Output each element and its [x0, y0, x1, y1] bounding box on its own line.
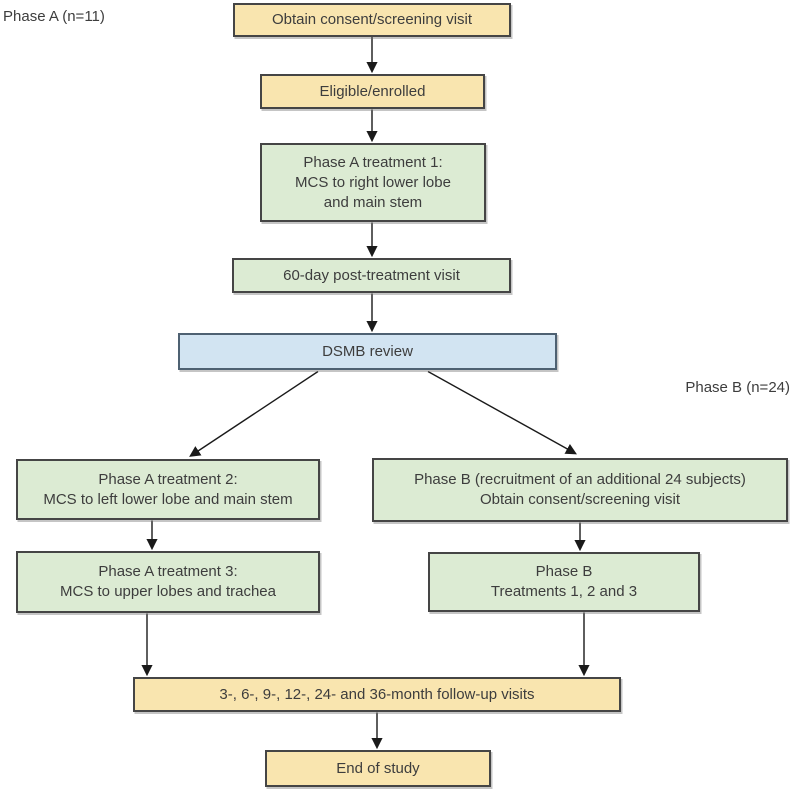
node-line: MCS to upper lobes and trachea [60, 583, 276, 600]
node-line: Obtain consent/screening visit [271, 11, 473, 28]
node-line: Eligible/enrolled [319, 82, 426, 100]
node-line: 3-, 6-, 9-, 12-, 24- and 36-month follow… [219, 685, 535, 703]
label-phase-a: Phase A (n=11) [3, 8, 105, 25]
node-line: Phase A treatment 2: [98, 470, 238, 488]
node-phase-a-treatment-3: Phase A treatment 3: MCS to upper lobes … [16, 551, 320, 613]
node-phase-b-treatments: Phase B Treatments 1, 2 and 3 [428, 552, 700, 612]
node-follow-up-visits: 3-, 6-, 9-, 12-, 24- and 36-month follow… [133, 677, 621, 712]
node-line: DSMB review [322, 342, 413, 360]
node-line: Phase A treatment 1: [303, 153, 443, 171]
node-line: 60-day post-treatment visit [283, 266, 460, 284]
node-line: Phase B (recruitment of an additional 24… [414, 471, 746, 488]
arrow-dsmb-to-phase-b [427, 370, 577, 455]
node-line: End of study [336, 759, 420, 777]
node-line: MCS to right lower lobe [295, 173, 451, 191]
node-obtain-consent: Obtain consent/screening visit [233, 3, 511, 37]
node-end-of-study: End of study [265, 750, 491, 787]
node-dsmb-review: DSMB review [178, 333, 557, 370]
node-line: Phase B [535, 563, 593, 580]
node-line: MCS to left lower lobe and main stem [43, 490, 293, 508]
node-60-day-visit: 60-day post-treatment visit [232, 258, 511, 293]
node-line: and main stem [323, 193, 423, 211]
node-line: Phase A treatment 3: [98, 563, 238, 580]
arrow-dsmb-to-treatment2 [189, 370, 319, 457]
label-phase-b: Phase B (n=24) [685, 379, 790, 396]
node-line: Obtain consent/screening visit [479, 491, 681, 508]
node-phase-b-recruitment: Phase B (recruitment of an additional 24… [372, 458, 788, 522]
node-phase-a-treatment-2: Phase A treatment 2: MCS to left lower l… [16, 459, 320, 520]
node-line: Treatments 1, 2 and 3 [490, 583, 638, 600]
node-eligible-enrolled: Eligible/enrolled [260, 74, 485, 109]
node-phase-a-treatment-1: Phase A treatment 1: MCS to right lower … [260, 143, 486, 222]
